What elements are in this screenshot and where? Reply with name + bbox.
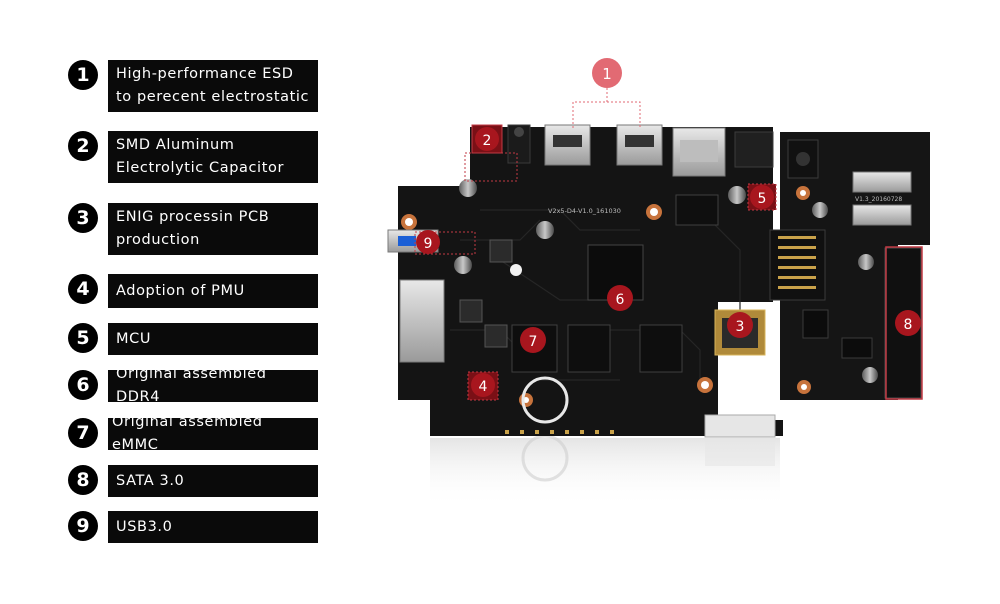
callout-6-number: 6 (616, 292, 625, 308)
legend-label-5-line1: MCU (116, 330, 152, 347)
legend-label-2-line1: SMD Aluminum (116, 137, 235, 153)
callout-3: 3 (727, 312, 753, 338)
legend-label-8-line1: SATA 3.0 (116, 472, 185, 489)
legend-label-3-line2: production (116, 232, 200, 248)
legend-label-2-line2: Electrolytic Capacitor (116, 160, 285, 176)
callout-2-number: 2 (483, 133, 492, 149)
legend-label-2: SMD Aluminum Electrolytic Capacitor (108, 131, 318, 183)
legend-number-6: 6 (68, 370, 98, 400)
legend-number-3: 3 (68, 203, 98, 233)
callout-2: 2 (464, 124, 518, 182)
board-reflection (430, 434, 780, 508)
legend-number-8: 8 (68, 465, 98, 495)
legend-number-1: 1 (68, 60, 98, 90)
callout-7-number: 7 (529, 334, 538, 350)
legend-label-9-line1: USB3.0 (116, 518, 173, 535)
legend-label-6: Original assembled DDR4 (108, 366, 318, 405)
legend-label-6-line1: Original assembled DDR4 (116, 366, 267, 405)
main-pcb: V2x5-D4-V1.0_161030 (387, 124, 783, 438)
legend-label-7: Original assembled eMMC (108, 414, 318, 453)
legend-item-1: 1 High-performance ESD to perecent elect… (68, 60, 318, 112)
legend-label-4-line1: Adoption of PMU (116, 282, 245, 299)
callout-4: 4 (467, 371, 499, 401)
callout-3-number: 3 (736, 319, 745, 335)
legend-number-5: 5 (68, 323, 98, 353)
legend-label-3-line1: ENIG processin PCB (116, 209, 270, 225)
legend-number-9: 9 (68, 511, 98, 541)
callout-8-number: 8 (904, 317, 913, 333)
callout-1: 1 (572, 58, 641, 128)
callout-8: 8 (885, 246, 923, 400)
legend-item-9: 9 USB3.0 (68, 511, 318, 543)
legend-label-1-line2: to perecent electrostatic (116, 89, 310, 105)
legend-label-7-line1: Original assembled eMMC (112, 414, 263, 453)
callout-5: 5 (747, 183, 777, 211)
legend-item-8: 8 SATA 3.0 (68, 465, 318, 497)
legend-label-1-line1: High-performance ESD (116, 66, 294, 82)
callout-6: 6 (607, 285, 633, 311)
callout-9-number: 9 (424, 236, 433, 252)
board-silkscreen-main: V2x5-D4-V1.0_161030 (548, 207, 621, 215)
callout-1-number: 1 (602, 65, 612, 83)
legend-label-3: ENIG processin PCB production (108, 203, 318, 255)
callout-9: 9 (414, 230, 476, 255)
legend-label-4: Adoption of PMU (108, 274, 318, 308)
legend-number-7: 7 (68, 418, 98, 448)
legend-label-8: SATA 3.0 (108, 465, 318, 497)
legend-label-9: USB3.0 (108, 511, 318, 543)
legend-item-2: 2 SMD Aluminum Electrolytic Capacitor (68, 131, 318, 183)
legend-label-1: High-performance ESD to perecent electro… (108, 60, 318, 112)
legend-item-6: 6 Original assembled DDR4 (68, 366, 318, 405)
callout-4-number: 4 (479, 379, 488, 395)
side-board-silkscreen: V1.3_20160728 (855, 196, 902, 203)
legend-number-4: 4 (68, 274, 98, 304)
legend-item-4: 4 Adoption of PMU (68, 274, 318, 308)
callout-5-number: 5 (758, 191, 767, 207)
feature-legend: 1 High-performance ESD to perecent elect… (0, 0, 330, 604)
legend-number-2: 2 (68, 131, 98, 161)
callout-7: 7 (520, 327, 546, 353)
legend-item-5: 5 MCU (68, 323, 318, 355)
legend-item-3: 3 ENIG processin PCB production (68, 203, 318, 255)
legend-label-5: MCU (108, 323, 318, 355)
legend-item-7: 7 Original assembled eMMC (68, 414, 318, 453)
side-pcb: V1.3_20160728 (769, 132, 930, 400)
